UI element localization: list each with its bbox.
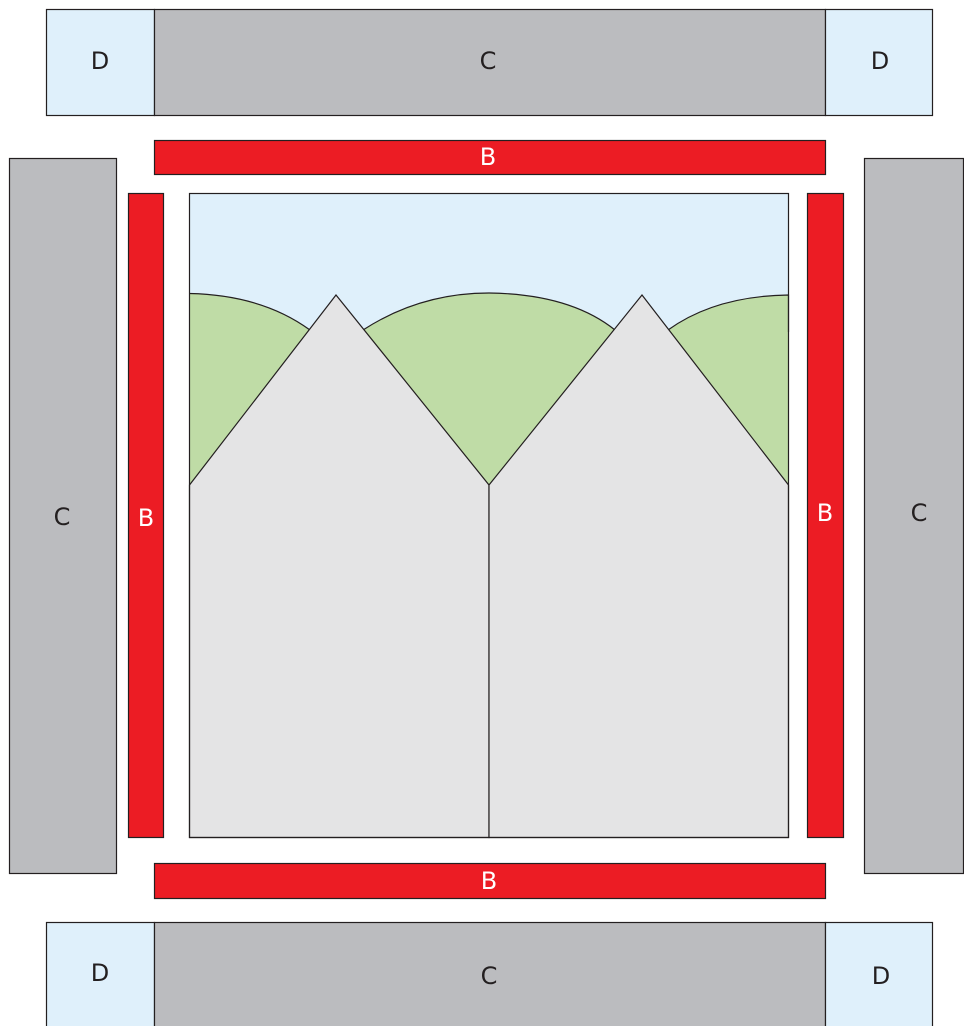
- left-side-panel-group: C: [10, 159, 117, 874]
- top-middle-side-label: C: [480, 47, 497, 75]
- right-strip-label: B: [817, 499, 833, 527]
- bottom-strip: B: [155, 864, 826, 899]
- bottom-middle-side-label: C: [481, 962, 498, 990]
- left-strip-label: B: [138, 504, 154, 532]
- top-right-corner-label: D: [871, 47, 889, 75]
- top-panel-row: D C D: [47, 10, 933, 116]
- top-strip: B: [155, 141, 826, 175]
- top-left-corner-label: D: [91, 47, 109, 75]
- center-picture: [190, 194, 789, 838]
- left-strip: B: [129, 194, 164, 838]
- bottom-left-corner-label: D: [91, 959, 109, 987]
- bottom-strip-label: B: [481, 867, 497, 895]
- bottom-right-corner-label: D: [872, 962, 890, 990]
- bottom-panel-row: D C D: [47, 923, 933, 1026]
- right-side-panel-group: C: [865, 159, 964, 874]
- right-side-label: C: [911, 499, 928, 527]
- top-strip-label: B: [480, 143, 496, 171]
- right-strip: B: [808, 194, 844, 838]
- left-side-label: C: [54, 503, 71, 531]
